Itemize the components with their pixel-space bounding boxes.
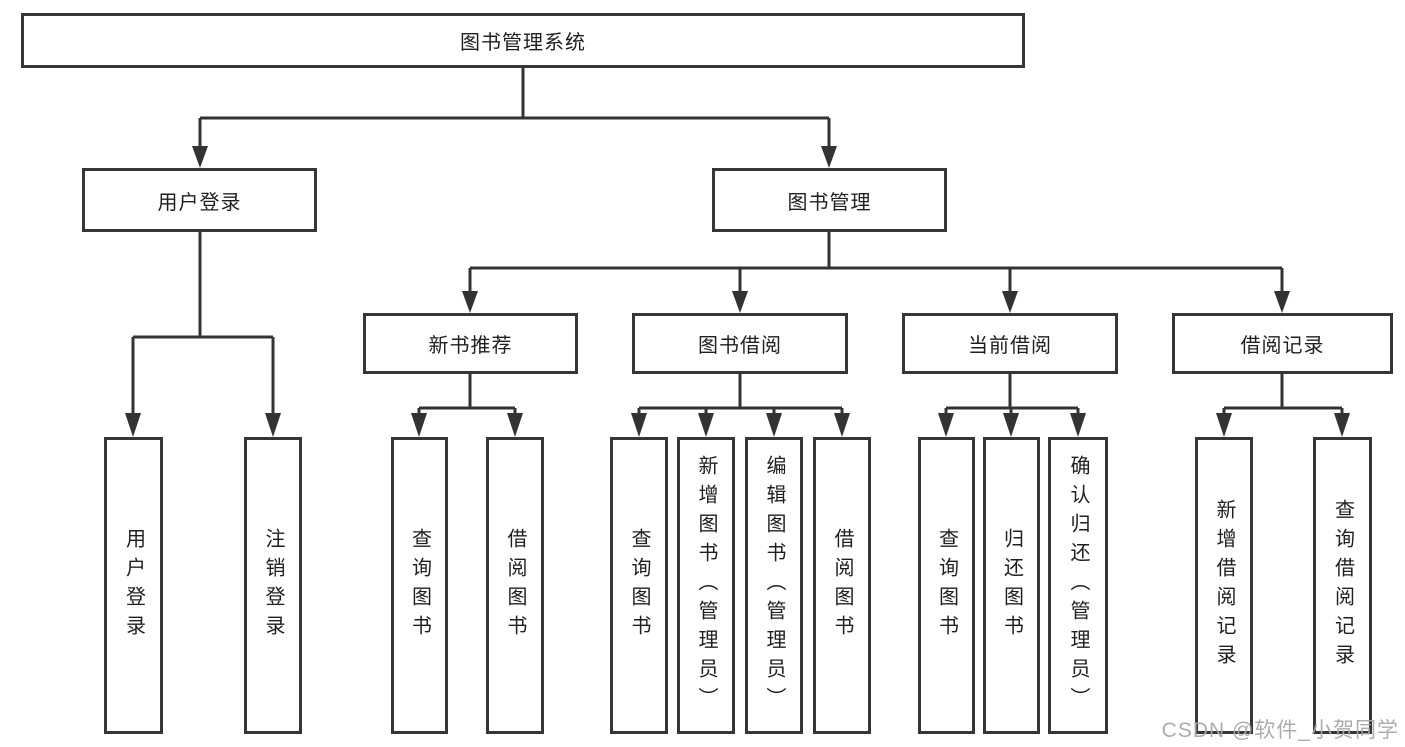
leaf-nbr-borrow-books: 借阅图书: [486, 437, 544, 734]
node-book-borrowing: 图书借阅: [632, 313, 848, 374]
leaf-nbr-borrow-books-label: 借阅图书: [504, 527, 526, 644]
leaf-bb-borrow-books: 借阅图书: [813, 437, 871, 734]
node-new-book-recommend-label: 新书推荐: [428, 335, 513, 357]
csdn-watermark: CSDN @软件_小贺同学: [1161, 719, 1399, 742]
leaf-br-add-record-label: 新增借阅记录: [1213, 498, 1235, 673]
leaf-bb-query-books-label: 查询图书: [628, 527, 650, 644]
leaf-nbr-query-books-label: 查询图书: [408, 527, 431, 644]
leaf-logout: 注销登录: [244, 437, 302, 734]
leaf-br-add-record: 新增借阅记录: [1195, 437, 1253, 734]
leaf-bb-add-books-admin-label: 新增图书（管理员）: [695, 455, 717, 716]
leaf-cb-return-books: 归还图书: [983, 437, 1040, 734]
node-user-login-label: 用户登录: [157, 191, 242, 214]
leaf-bb-query-books: 查询图书: [610, 437, 668, 734]
leaf-cb-query-books-label: 查询图书: [935, 527, 958, 644]
node-root-system: 图书管理系统: [21, 13, 1025, 68]
node-user-login: 用户登录: [82, 168, 317, 232]
leaf-user-login: 用户登录: [104, 437, 163, 734]
leaf-user-login-label: 用户登录: [122, 527, 145, 644]
leaf-bb-add-books-admin: 新增图书（管理员）: [677, 437, 735, 734]
node-book-management: 图书管理: [712, 168, 947, 232]
leaf-bb-borrow-books-label: 借阅图书: [831, 527, 853, 644]
node-root-label: 图书管理系统: [460, 32, 586, 54]
leaf-cb-query-books: 查询图书: [918, 437, 975, 734]
leaf-br-query-record: 查询借阅记录: [1313, 437, 1372, 734]
node-book-borrowing-label: 图书借阅: [698, 335, 782, 357]
node-borrowing-records: 借阅记录: [1172, 313, 1393, 374]
leaf-logout-label: 注销登录: [262, 527, 284, 644]
leaf-cb-confirm-return-admin: 确认归还（管理员）: [1048, 437, 1108, 734]
node-new-book-recommend: 新书推荐: [363, 313, 578, 374]
node-book-management-label: 图书管理: [787, 191, 872, 214]
node-current-borrowing-label: 当前借阅: [968, 335, 1052, 357]
node-borrowing-records-label: 借阅记录: [1240, 335, 1325, 357]
leaf-br-query-record-label: 查询借阅记录: [1331, 498, 1354, 673]
node-current-borrowing: 当前借阅: [902, 313, 1118, 374]
leaf-nbr-query-books: 查询图书: [391, 437, 448, 734]
leaf-bb-edit-books-admin-label: 编辑图书（管理员）: [763, 455, 785, 716]
leaf-bb-edit-books-admin: 编辑图书（管理员）: [745, 437, 803, 734]
leaf-cb-return-books-label: 归还图书: [1000, 527, 1023, 644]
leaf-cb-confirm-return-admin-label: 确认归还（管理员）: [1067, 455, 1089, 716]
